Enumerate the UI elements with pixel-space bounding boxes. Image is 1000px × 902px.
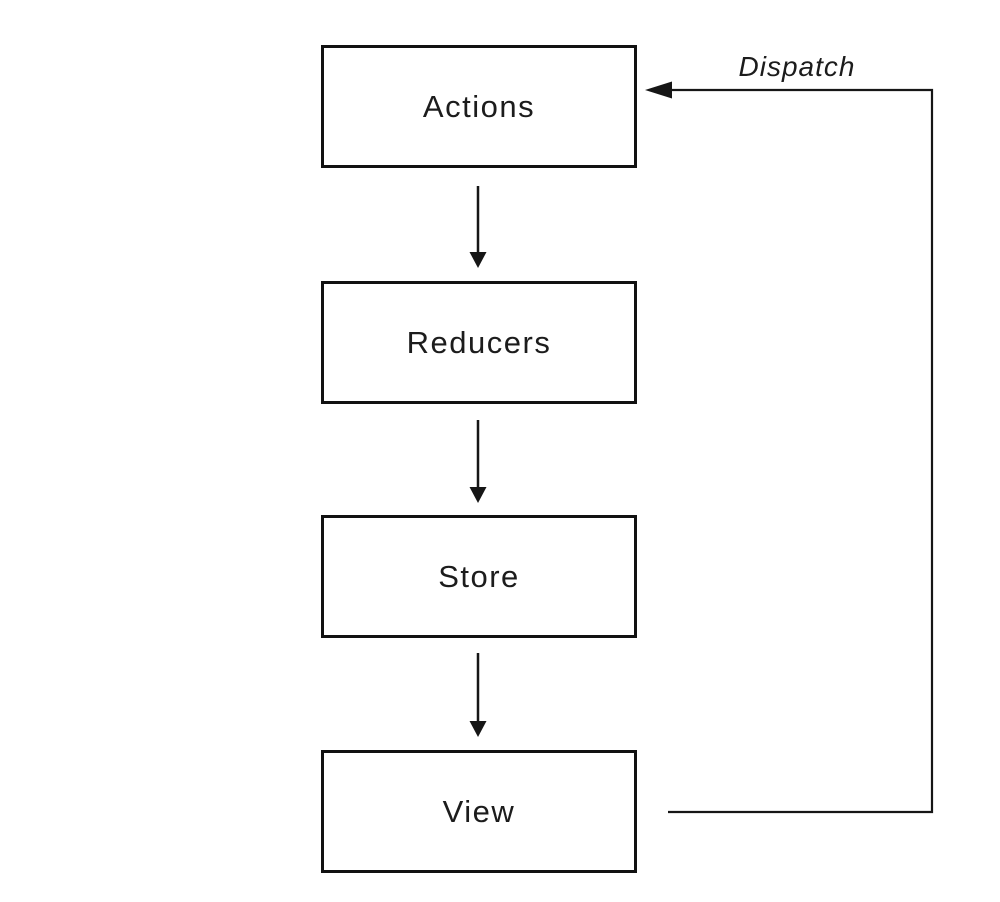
node-store-label: Store bbox=[438, 558, 520, 594]
node-view: View bbox=[321, 750, 637, 873]
arrow-store-to-view bbox=[469, 653, 487, 737]
node-store: Store bbox=[321, 515, 637, 638]
arrow-reducers-to-store bbox=[469, 420, 487, 503]
node-view-label: View bbox=[442, 793, 516, 829]
node-reducers-label: Reducers bbox=[406, 324, 552, 360]
dispatch-edge-label: Dispatch bbox=[738, 51, 856, 82]
node-actions-label: Actions bbox=[422, 88, 536, 124]
arrow-view-to-actions-dispatch bbox=[645, 81, 934, 814]
node-reducers: Reducers bbox=[321, 281, 637, 404]
node-actions: Actions bbox=[321, 45, 637, 168]
arrow-actions-to-reducers bbox=[469, 186, 487, 268]
